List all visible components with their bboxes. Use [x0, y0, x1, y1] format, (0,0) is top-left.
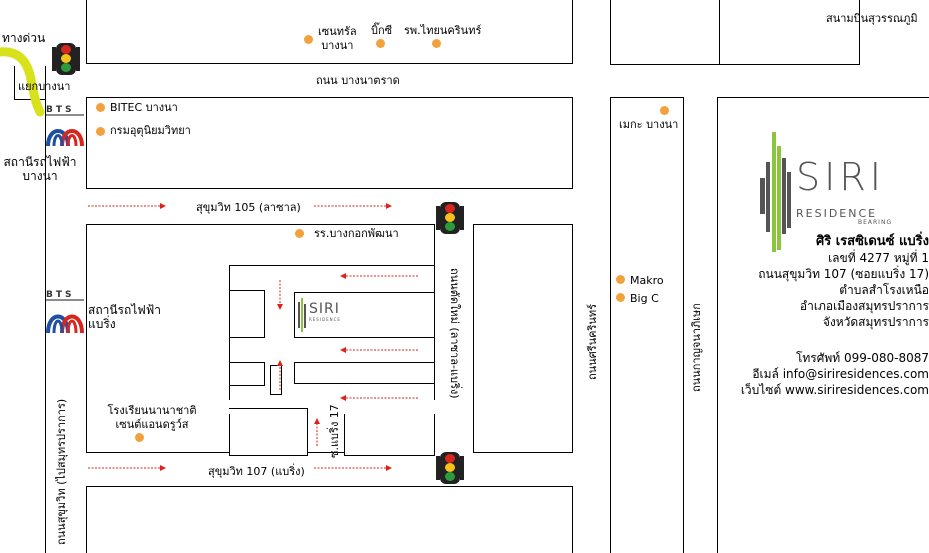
- poi-airport: สนามบินสุวรรณภูมิ: [826, 12, 918, 25]
- poi-marker: [616, 275, 625, 284]
- info-address-4: อำเภอเมืองสมุทรปราการ: [799, 299, 929, 313]
- svg-text:BTS: BTS: [46, 105, 74, 115]
- siri-small-residence: RESIDENCE: [309, 317, 341, 322]
- expressway-line: [0, 47, 45, 117]
- block-soi-left-2: [229, 408, 308, 456]
- block-bitec: [86, 97, 573, 189]
- label-bts-bangna: สถานีรถไฟฟ้า บางนา: [3, 155, 77, 183]
- poi-bangkok-pattana: รร.บางกอกพัฒนา: [314, 227, 399, 240]
- road-sukhumvit: ถนนสุขุมวิท (ไปสมุทรปราการ): [55, 398, 68, 545]
- poi-marker: [660, 106, 669, 115]
- siri-logo-text: SIRI: [796, 155, 885, 199]
- poi-mega: เมกะ บางนา: [619, 118, 679, 131]
- label-bangna-junction: แยกบางนา: [18, 80, 71, 93]
- block-inner-c: [270, 365, 282, 395]
- siri-plot-logo: SIRI RESIDENCE: [298, 298, 348, 332]
- siri-small-text: SIRI: [309, 301, 340, 317]
- info-address-1: เลขที่ 4277 หมู่ที่ 1: [828, 251, 929, 265]
- svg-text:BTS: BTS: [46, 290, 74, 300]
- traffic-light-icon: [436, 452, 464, 484]
- bts-logo-bearing: BTS: [46, 290, 84, 334]
- block-mega: [610, 97, 684, 553]
- poi-bigc: Big C: [630, 292, 659, 305]
- siri-logo: SIRI RESIDENCE BEARING: [760, 132, 893, 252]
- poi-marker: [295, 229, 304, 238]
- info-address-2: ถนนสุขุมวิท 107 (ซอยแบริ่ง 17): [758, 267, 929, 281]
- poi-marker: [96, 127, 105, 136]
- road-new-road: ถนนตัดใหม่ (ลาซาล-แบริ่ง): [448, 268, 461, 399]
- poi-intl-school: โรงเรียนนานาชาติ เซนต์แอนดรูว์ส: [107, 404, 197, 431]
- poi-marker: [135, 433, 144, 442]
- siri-logo-residence: RESIDENCE: [796, 207, 878, 220]
- poi-central: เซนทรัล บางนา: [318, 25, 357, 52]
- block-bottom: [86, 486, 573, 553]
- siri-logo-bearing: BEARING: [858, 219, 893, 226]
- block-top-left: [86, 0, 573, 64]
- traffic-light-icon: [52, 43, 80, 75]
- road-srinakarin: ถนนศรีนครินทร์: [586, 303, 599, 380]
- block-top-right: [720, 0, 860, 65]
- road-bang-na-trat: ถนน บางนาตราด: [316, 74, 400, 87]
- info-phone: โทรศัพท์ 099-080-8087: [795, 351, 929, 365]
- poi-bitec: BITEC บางนา: [110, 101, 178, 114]
- block-top-center: [610, 0, 720, 65]
- block-inner-b: [229, 362, 265, 386]
- info-address-5: จังหวัดสมุทรปราการ: [822, 315, 929, 329]
- poi-makro: Makro: [630, 274, 664, 287]
- poi-bigc-top: บิ๊กซี: [371, 24, 393, 37]
- road-sukhumvit-107: สุขุมวิท 107 (แบริ่ง): [208, 465, 305, 478]
- info-email: อีเมล์ info@siriresidences.com: [752, 367, 929, 381]
- siri-plot: [294, 292, 435, 338]
- block-inner-d: [294, 362, 435, 384]
- block-inner-a: [229, 290, 265, 338]
- road-sukhumvit-105: สุขุมวิท 105 (ลาซาล): [196, 201, 301, 214]
- poi-marker: [96, 103, 105, 112]
- label-bts-bearing: สถานีรถไฟฟ้า แบริ่ง: [88, 303, 162, 331]
- poi-marker: [616, 293, 625, 302]
- poi-thainakarin: รพ.ไทยนครินทร์: [404, 24, 482, 37]
- block-east-new-road: [473, 224, 573, 453]
- label-expressway: ทางด่วน: [2, 31, 46, 45]
- poi-marker: [376, 39, 385, 48]
- traffic-light-icon: [436, 202, 464, 234]
- road-soi-bearing-17: ซ.แบริ่ง 17: [328, 404, 341, 458]
- info-name: ศิริ เรสซิเดนซ์ แบริ่ง: [815, 234, 929, 249]
- block-soi-right: [344, 408, 435, 456]
- info-address-3: ตำบลสำโรงเหนือ: [839, 283, 929, 297]
- bts-logo-bangna: BTS: [46, 105, 84, 147]
- poi-marker: [304, 35, 313, 44]
- block-left-strip: [0, 100, 46, 553]
- poi-met-dept: กรมอุตุนิยมวิทยา: [110, 124, 191, 137]
- info-website: เว็บไซต์ www.siriresidences.com: [740, 383, 929, 397]
- block-inner-frame: [229, 265, 435, 411]
- block-far-right: [717, 97, 929, 553]
- poi-marker: [432, 39, 441, 48]
- road-kanchanaphisek: ถนนกาญจนาภิเษก: [690, 303, 703, 392]
